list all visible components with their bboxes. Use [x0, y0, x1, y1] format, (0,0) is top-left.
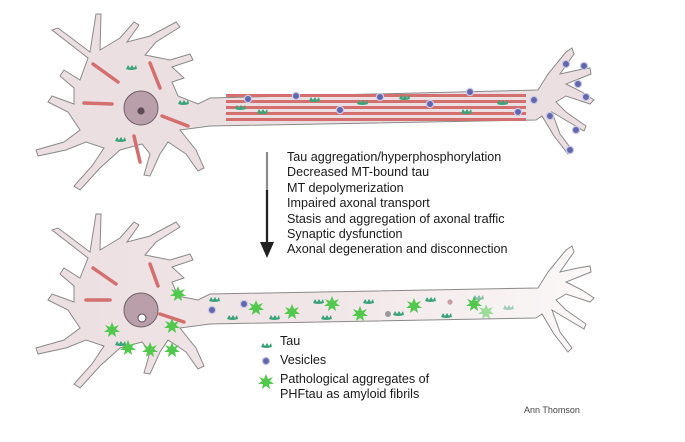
legend-label-aggregates-line2: PHFtau as amyloid fibrils — [280, 386, 420, 401]
artist-credit: Ann Thomson — [524, 405, 580, 415]
legend-row-tau: Tau — [258, 334, 429, 353]
step-item: Stasis and aggregation of axonal traffic — [287, 211, 505, 226]
step-item: Tau aggregation/hyperphosphorylation — [287, 150, 502, 164]
progression-arrow — [260, 152, 274, 258]
nucleus-icon — [123, 292, 159, 328]
nucleolus-icon — [137, 313, 147, 323]
vesicle-markers — [207, 299, 453, 317]
legend-row-vesicles: Vesicles — [258, 353, 429, 372]
step-item: Synaptic dysfunction — [287, 227, 403, 242]
legend-label-tau: Tau — [280, 334, 301, 348]
healthy-neuron — [35, 13, 595, 191]
legend: Tau Vesicles Pathological aggregates of … — [258, 334, 429, 401]
legend-row-aggregates: Pathological aggregates of PHFtau as amy… — [258, 372, 429, 401]
soma-microtubules — [82, 61, 190, 164]
nucleolus-icon — [137, 107, 145, 115]
step-item: Axonal degeneration and disconnection — [287, 242, 508, 257]
degenerating-neuron — [35, 213, 595, 389]
microtubule-bundle — [226, 94, 526, 121]
legend-label-aggregates-line1: Pathological aggregates of — [280, 372, 430, 386]
pathology-steps: Tau aggregation/hyperphosphorylation Dec… — [287, 150, 508, 258]
step-item: Decreased MT-bound tau — [287, 165, 430, 180]
step-item: Impaired axonal transport — [287, 196, 430, 211]
step-item: MT depolymerization — [287, 180, 404, 195]
legend-label-vesicles: Vesicles — [280, 353, 327, 367]
